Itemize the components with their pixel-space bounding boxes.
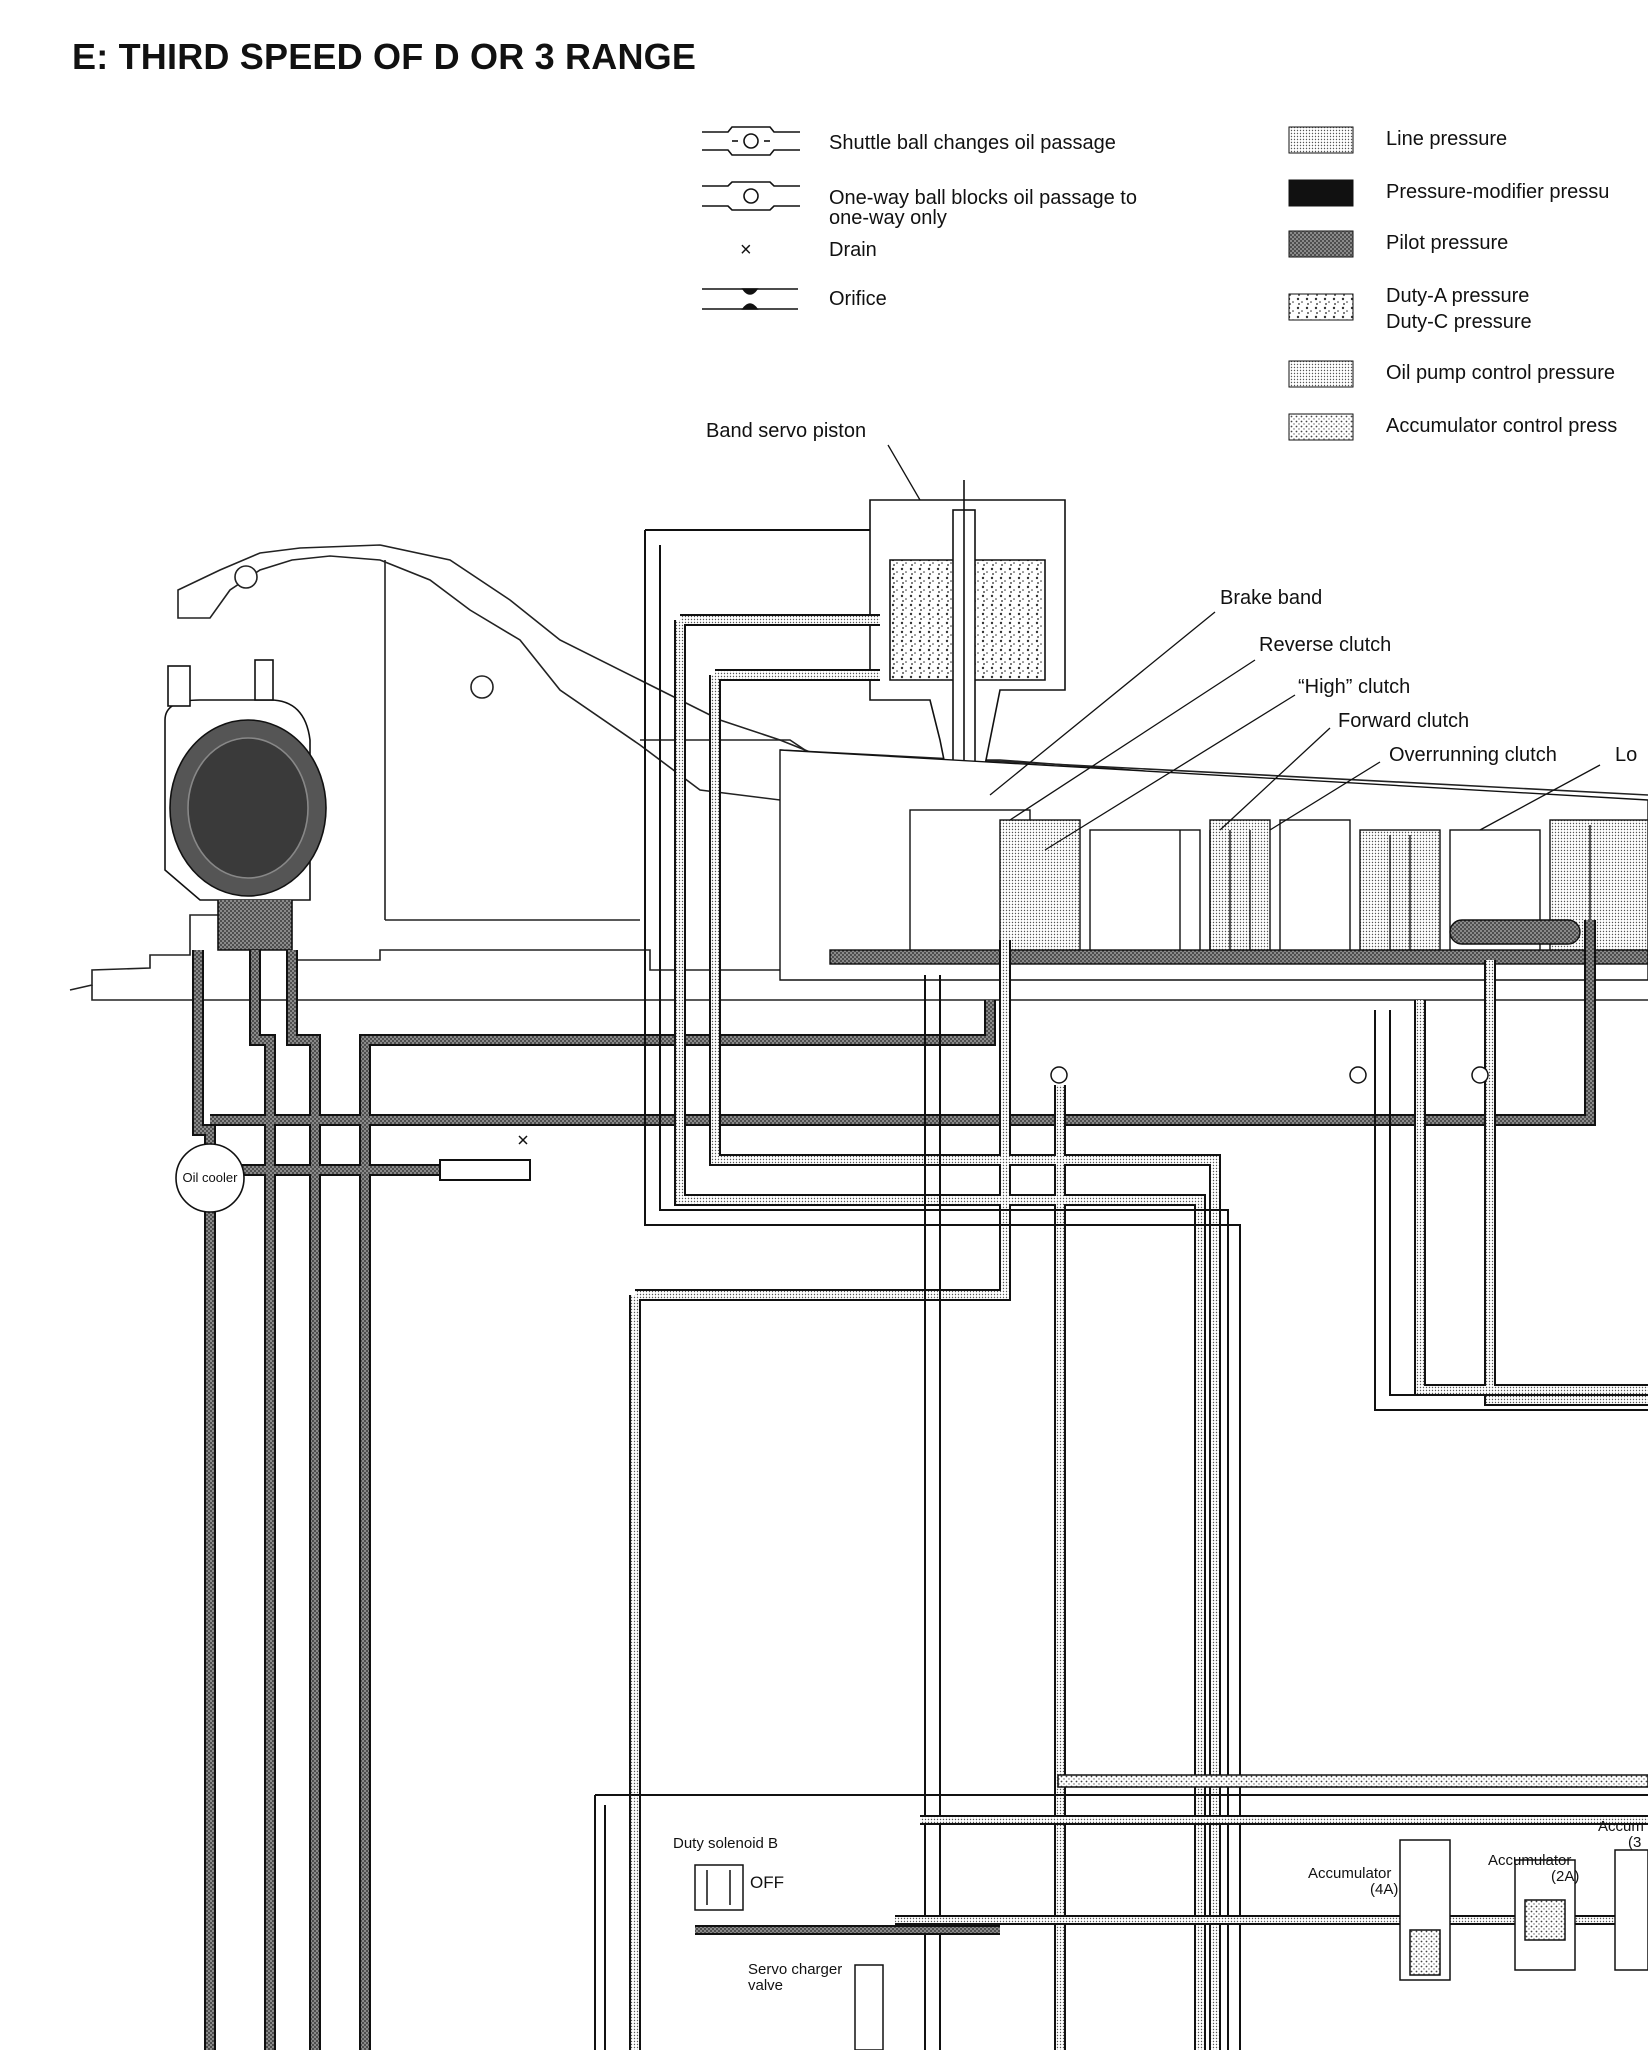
low-clutch-label-cut: Lo xyxy=(1615,744,1638,766)
duty-a-pressure-label: Duty-A pressure xyxy=(1386,285,1530,307)
accumulator-4a-label-line2: (4A) xyxy=(1370,1881,1399,1898)
clutch-packs xyxy=(779,749,1648,981)
page-title: E: THIRD SPEED OF D OR 3 RANGE xyxy=(72,36,697,77)
symbol-legend xyxy=(702,126,800,310)
accumulator-cut-label-line2: (3 xyxy=(1628,1834,1642,1851)
reverse-clutch-label: Reverse clutch xyxy=(1259,634,1392,656)
line-pressure-label: Line pressure xyxy=(1386,128,1508,150)
shuttle-ball-label: Shuttle ball changes oil passage xyxy=(829,132,1116,154)
duty-c-pressure-label: Duty-C pressure xyxy=(1386,311,1532,333)
accumulator-2a-label-line2: (2A) xyxy=(1551,1868,1580,1885)
accumulator-cut-label-line1: Accum xyxy=(1598,1818,1644,1835)
passage-fittings xyxy=(1050,1066,1489,1084)
one-way-ball-label-line2: one-way only xyxy=(829,207,947,229)
accumulator-control-label: Accumulator control press xyxy=(1386,415,1618,437)
pilot-pressure-swatch xyxy=(1288,230,1354,258)
band-servo-piston-label: Band servo piston xyxy=(706,420,867,442)
orifice-symbol xyxy=(702,288,798,310)
servo-charger-valve-label-line1: Servo charger xyxy=(748,1961,843,1978)
accumulator-4a-label-line1: Accumulator xyxy=(1308,1865,1392,1882)
line-pressure-swatch xyxy=(1288,126,1354,154)
overrunning-clutch-label: Overrunning clutch xyxy=(1389,744,1557,766)
oil-pump-control-swatch xyxy=(1288,360,1354,388)
accumulator-2a-label-line1: Accumulator xyxy=(1488,1852,1572,1869)
duty-solenoid-b-label: Duty solenoid B xyxy=(673,1835,779,1852)
forward-clutch-label: Forward clutch xyxy=(1338,710,1470,732)
accumulator-control-swatch xyxy=(1288,413,1354,441)
servo-charger-valve-label-line2: valve xyxy=(748,1977,784,1994)
leader-lines xyxy=(887,444,1601,851)
pressure-legend-swatches xyxy=(1288,126,1354,441)
oil-passages xyxy=(192,529,1648,2050)
band-servo xyxy=(869,480,1066,791)
drain-icon: × xyxy=(740,239,752,261)
drain-label: Drain xyxy=(829,239,877,261)
pilot-pressure-label: Pilot pressure xyxy=(1386,232,1509,254)
brake-band-label: Brake band xyxy=(1220,587,1323,609)
oil-cooler xyxy=(175,1143,245,1213)
valve-body-region xyxy=(694,1774,1648,2050)
oil-pump-assembly xyxy=(164,659,327,951)
pressure-modifier-label: Pressure-modifier pressu xyxy=(1386,181,1610,203)
duty-solenoid-b-state: OFF xyxy=(750,1873,784,1892)
oil-cooler-label: Oil cooler xyxy=(182,1170,238,1185)
high-clutch-label: “High” clutch xyxy=(1298,676,1411,698)
drain-marks xyxy=(518,1135,528,1145)
shuttle-ball-symbol xyxy=(702,126,800,156)
one-way-ball-label-line1: One-way ball blocks oil passage to xyxy=(829,187,1137,209)
orifice-label: Orifice xyxy=(829,288,887,310)
duty-pressure-swatch xyxy=(1288,293,1354,321)
oil-pump-control-label: Oil pump control pressure xyxy=(1386,362,1615,384)
pressure-modifier-swatch xyxy=(1288,179,1354,207)
one-way-ball-symbol xyxy=(702,181,800,211)
main-shaft-passage xyxy=(829,919,1648,965)
